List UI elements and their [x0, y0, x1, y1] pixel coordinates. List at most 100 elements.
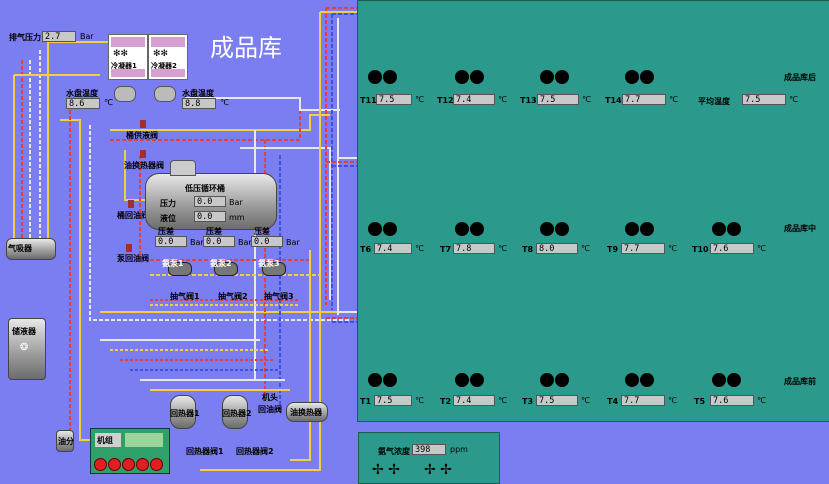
- reheater-valve-2-label: 回热器阀2: [236, 447, 274, 456]
- fan-icon: ✻✻: [153, 49, 169, 59]
- sensor-t12-value: 7.4: [453, 94, 495, 105]
- sensor-t2-label: T2: [440, 397, 452, 406]
- pump-2-diff-value: 0.0: [203, 236, 235, 247]
- page-title: 成品库: [210, 34, 282, 62]
- oil-separator: [56, 430, 74, 452]
- sensor-t1-unit: ℃: [415, 396, 424, 405]
- reheater-2-label: 回热器2: [222, 409, 252, 418]
- condenser-1: ✻✻ 冷凝器1: [108, 34, 148, 80]
- evaporator-fan-t14: [625, 70, 655, 84]
- ammonia-unit: ppm: [450, 445, 468, 454]
- sensor-t12-unit: ℃: [498, 95, 507, 104]
- room-front-label: 成品库前: [784, 377, 816, 386]
- sensor-t11-unit: ℃: [415, 95, 424, 104]
- sensor-t9-unit: ℃: [668, 244, 677, 253]
- control-button-4[interactable]: [136, 458, 149, 471]
- barrel-supply-valve-label: 桶供液阀: [126, 131, 158, 140]
- reheater-1-label: 回热器1: [170, 409, 200, 418]
- control-button-3[interactable]: [122, 458, 135, 471]
- tank-pressure-value: 0.0: [194, 196, 226, 207]
- aspirator: [6, 238, 56, 260]
- unit-label: 机组: [97, 436, 113, 445]
- pump-icon[interactable]: [214, 262, 238, 276]
- sensor-t6-label: T6: [360, 245, 372, 254]
- valve-icon[interactable]: [128, 200, 134, 208]
- pump-2-label: 氨泵2: [210, 259, 232, 268]
- pump-icon[interactable]: [168, 262, 192, 276]
- oil-separator-label: 油分: [58, 437, 74, 446]
- tank-dome: [170, 160, 196, 176]
- ammonia-label: 氨气浓度: [378, 447, 410, 456]
- sensor-t12-label: T12: [437, 96, 454, 105]
- pump-1-diff-value: 0.0: [155, 236, 187, 247]
- water-temp-2-unit: ℃: [220, 98, 229, 107]
- evaporator-fan-t11: [368, 70, 398, 84]
- pump-2-diff-unit: Bar: [238, 238, 252, 247]
- sensor-t8-label: T8: [522, 245, 534, 254]
- sensor-t3-value: 7.5: [536, 395, 578, 406]
- sensor-t9-value: 7.7: [621, 243, 665, 254]
- sensor-t2-unit: ℃: [498, 396, 507, 405]
- sensor-t4-label: T4: [607, 397, 619, 406]
- evaporator-fan-t5: [712, 373, 742, 387]
- pump-3-valve-label: 抽气阀3: [264, 292, 294, 301]
- condenser-2-label: 冷凝器2: [151, 61, 177, 71]
- sensor-t14-value: 7.7: [622, 94, 666, 105]
- control-button-5[interactable]: [150, 458, 163, 471]
- tank-title: 低压循环桶: [185, 184, 225, 193]
- discharge-pressure-label: 排气压力: [9, 33, 41, 42]
- valve-icon[interactable]: [140, 120, 146, 128]
- fan-icon: ✻✻: [113, 49, 129, 59]
- sensor-t3-unit: ℃: [581, 396, 590, 405]
- aspirator-label: 气吸器: [8, 244, 32, 253]
- sensor-t10-label: T10: [692, 245, 709, 254]
- discharge-pressure-value: 2.7: [42, 31, 76, 42]
- ammonia-value: 398: [412, 444, 446, 455]
- exhaust-fan-icon: ✢ ✢: [424, 462, 452, 478]
- evaporator-fan-t12: [455, 70, 485, 84]
- evaporator-fan-t7: [455, 222, 485, 236]
- evaporator-fan-t8: [540, 222, 570, 236]
- pump-1-diff-unit: Bar: [190, 238, 204, 247]
- tank-level-value: 0.0: [194, 211, 226, 222]
- water-temp-2-value: 8.8: [182, 98, 216, 109]
- sensor-t5-unit: ℃: [757, 396, 766, 405]
- sensor-t8-value: 8.0: [536, 243, 578, 254]
- oil-heat-valve-label: 油换热器阀: [124, 161, 164, 170]
- cold-room-panel: [357, 0, 829, 422]
- sensor-t7-label: T7: [440, 245, 452, 254]
- sensor-t13-unit: ℃: [582, 95, 591, 104]
- reheater-2: [222, 395, 248, 429]
- sensor-t5-label: T5: [694, 397, 706, 406]
- oil-heat-exchanger: [286, 402, 328, 422]
- sensor-t1-value: 7.5: [374, 395, 412, 406]
- valve-icon[interactable]: [126, 244, 132, 252]
- evaporator-fan-t2: [455, 373, 485, 387]
- pump-icon[interactable]: [262, 262, 286, 276]
- pump-3-diff-value: 0.0: [251, 236, 283, 247]
- pump-2-diff-label: 压差: [206, 227, 222, 236]
- pump-2-valve-label: 抽气阀2: [218, 292, 248, 301]
- pump-return-oil-valve-label: 泵回油阀: [117, 254, 149, 263]
- discharge-pressure-unit: Bar: [80, 32, 94, 41]
- sensor-t4-value: 7.7: [621, 395, 665, 406]
- pump-icon: [114, 86, 136, 102]
- evaporator-fan-t3: [540, 373, 570, 387]
- exhaust-fan-icon: ✢ ✢: [372, 462, 400, 478]
- sensor-t6-value: 7.4: [374, 243, 412, 254]
- control-button-2[interactable]: [108, 458, 121, 471]
- evaporator-fan-t13: [540, 70, 570, 84]
- sensor-t7-unit: ℃: [498, 244, 507, 253]
- tank-pressure-label: 压力: [160, 199, 176, 208]
- pump-3-diff-unit: Bar: [286, 238, 300, 247]
- accumulator-label: 储液器: [12, 327, 36, 336]
- valve-icon[interactable]: [140, 150, 146, 158]
- sensor-t1-label: T1: [360, 397, 372, 406]
- sensor-t14-unit: ℃: [669, 95, 678, 104]
- condenser-2: ✻✻ 冷凝器2: [148, 34, 188, 80]
- oil-heat-exchanger-label: 油换热器: [290, 408, 322, 417]
- control-button-1[interactable]: [94, 458, 107, 471]
- evaporator-fan-t9: [625, 222, 655, 236]
- evaporator-fan-t1: [368, 373, 398, 387]
- water-temp-1-value: 8.6: [66, 98, 100, 109]
